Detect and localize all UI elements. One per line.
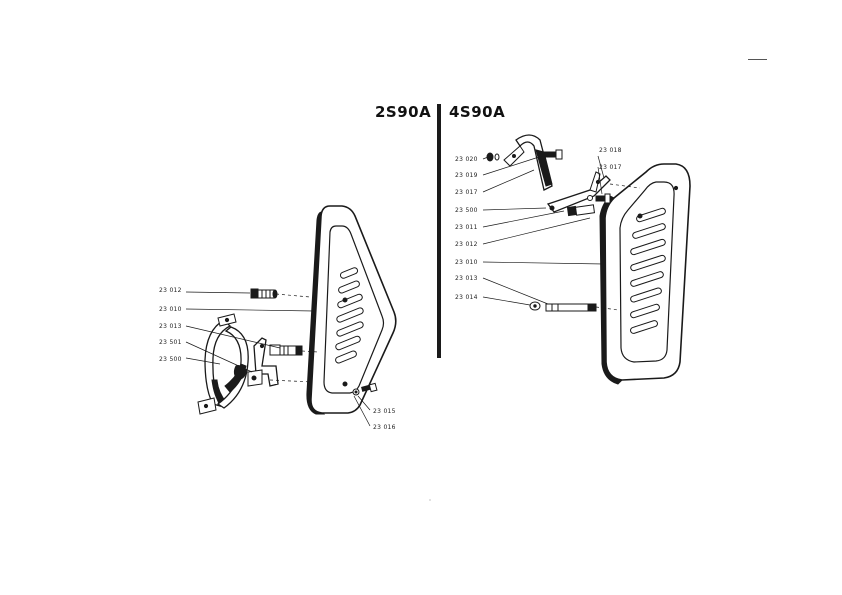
part-label-23017-right-a: 23 017: [455, 189, 478, 196]
right-arm-bracket: [546, 171, 611, 213]
right-spacer-23012: [566, 204, 596, 217]
part-label-23500-right: 23 500: [455, 207, 478, 214]
part-label-23013-right: 23 013: [455, 275, 478, 282]
part-label-23010-right: 23 010: [455, 259, 478, 266]
left-spacer-23012: [250, 288, 278, 299]
corner-mark: [748, 59, 767, 60]
left-leader-lines: [185, 291, 371, 427]
part-label-23016-left: 23 016: [373, 424, 396, 431]
right-bolt-top: [486, 149, 563, 162]
part-label-23015-left: 23 015: [373, 408, 396, 415]
right-assembly: [482, 134, 691, 385]
right-spacer-23013: [529, 301, 597, 312]
left-dashed-guides: [269, 293, 319, 383]
left-spacer-23013: [269, 344, 303, 356]
model-title-2s90a: 2S90A: [375, 103, 432, 121]
part-label-23014-right: 23 014: [455, 294, 478, 301]
scan-speck: [429, 499, 431, 501]
part-label-23500-left: 23 500: [159, 356, 182, 363]
part-label-23018-right: 23 018: [599, 147, 622, 154]
right-bracket-band: [503, 134, 553, 191]
right-leader-lines: [482, 155, 605, 306]
part-label-23012-right: 23 012: [455, 241, 478, 248]
part-label-23020-right: 23 020: [455, 156, 478, 163]
part-label-23011-right: 23 011: [455, 224, 478, 231]
model-divider: [437, 104, 441, 358]
right-reflector-plate: [599, 163, 691, 385]
left-reflector-plate: [306, 205, 397, 415]
part-label-23019-right: 23 019: [455, 172, 478, 179]
left-bracket-band: [197, 313, 249, 415]
part-label-23012-left: 23 012: [159, 287, 182, 294]
model-title-4s90a: 4S90A: [449, 103, 506, 121]
part-label-23017-right-b: 23 017: [599, 164, 622, 171]
right-bolt-23018: [587, 193, 611, 204]
right-dashed-guides: [595, 183, 641, 311]
part-label-23010-left: 23 010: [159, 306, 182, 313]
left-bolt-23015: [352, 382, 378, 396]
left-assembly: [185, 205, 397, 427]
left-bracket-23501: [233, 337, 279, 387]
part-label-23501-left: 23 501: [159, 339, 182, 346]
part-label-23013-left: 23 013: [159, 323, 182, 330]
